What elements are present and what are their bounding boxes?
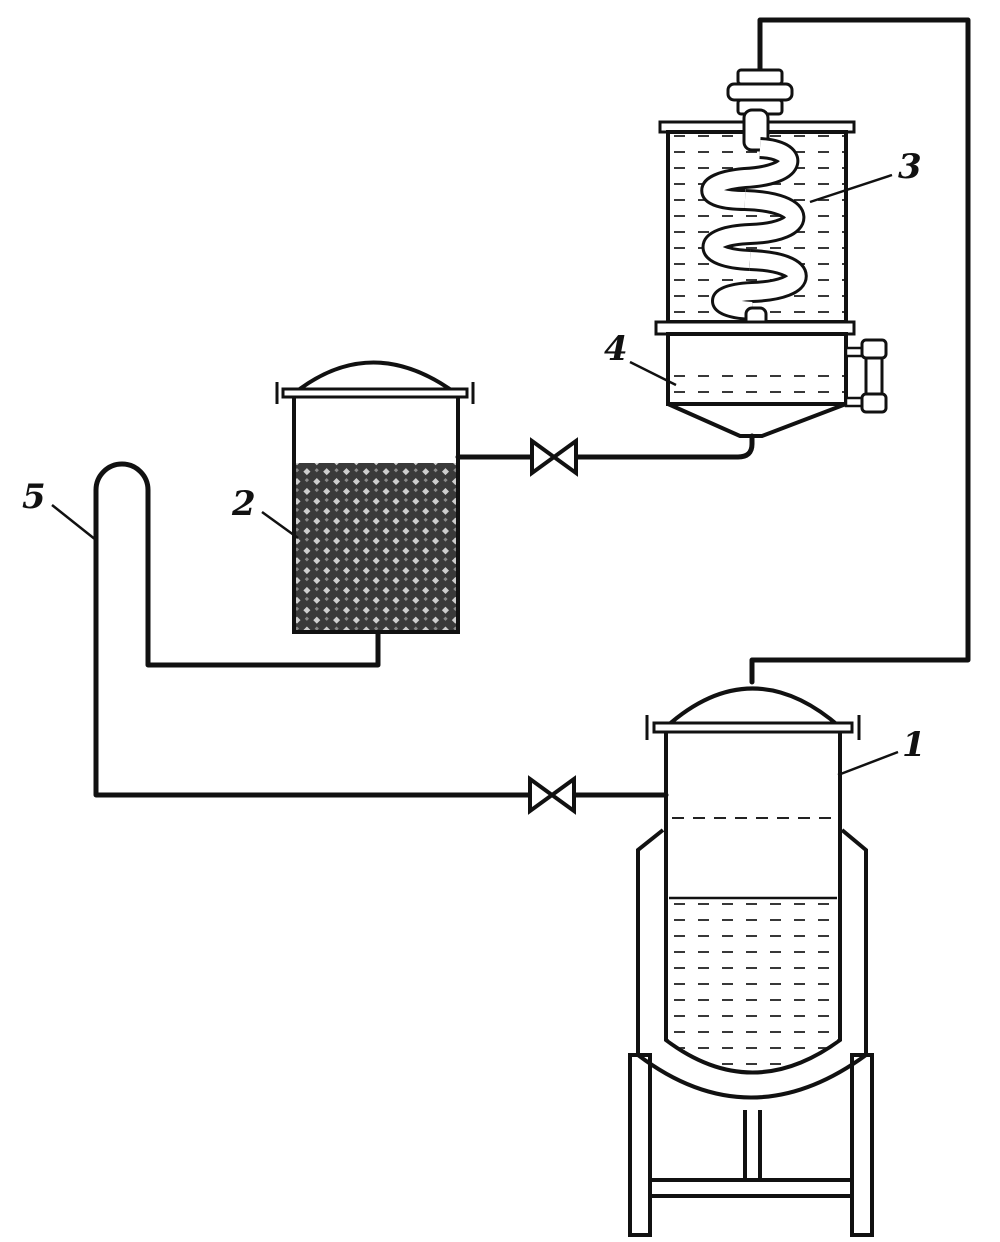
receiver <box>666 332 888 438</box>
label-filter-vessel: 2 <box>231 484 256 524</box>
label-leader-4 <box>629 360 677 387</box>
label-condenser: 3 <box>898 147 922 187</box>
lower-valve-icon <box>528 775 576 815</box>
receiver-outlet-pipe <box>573 433 755 460</box>
reactor <box>628 686 874 1237</box>
label-siphon-tube: 5 <box>22 477 46 517</box>
siphon-tube <box>93 461 533 798</box>
label-leader-2 <box>261 510 299 540</box>
label-leader-3 <box>809 173 893 204</box>
label-leader-5 <box>51 504 97 541</box>
upper-valve-icon <box>530 437 578 477</box>
condenser <box>654 68 856 350</box>
label-receiver: 4 <box>604 329 628 369</box>
condenser-coil <box>700 108 808 350</box>
reactor-stand <box>628 1053 874 1237</box>
label-leader-1 <box>837 750 899 777</box>
label-reactor: 1 <box>902 725 926 765</box>
vapor-line-pipe <box>749 17 971 685</box>
filter-vessel <box>275 360 475 634</box>
